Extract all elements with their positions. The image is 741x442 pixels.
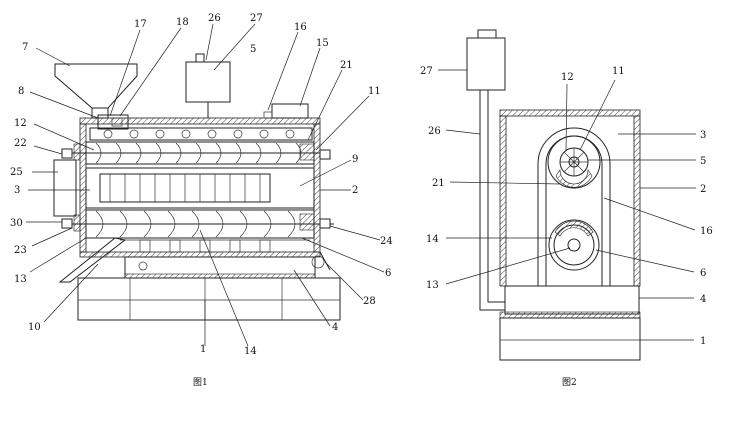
label-18: 18 bbox=[176, 17, 189, 28]
label2-12: 12 bbox=[561, 72, 574, 83]
label-2: 2 bbox=[352, 185, 358, 196]
label2-27: 27 bbox=[420, 66, 433, 77]
label-14: 14 bbox=[244, 346, 257, 357]
label2-5: 5 bbox=[700, 156, 706, 167]
label-28: 28 bbox=[363, 296, 376, 307]
label2-16: 16 bbox=[700, 226, 713, 237]
figure-1-caption: 图1 bbox=[193, 377, 208, 388]
label-21: 21 bbox=[340, 60, 353, 71]
feed-box-17-18 bbox=[97, 114, 129, 130]
upper-spiral-shaft-12 bbox=[70, 141, 330, 165]
label-25: 25 bbox=[10, 167, 23, 178]
housing-2-fig2 bbox=[499, 109, 641, 287]
label-4: 4 bbox=[332, 322, 338, 333]
upper-roller-fig2 bbox=[547, 135, 601, 189]
label2-3: 3 bbox=[700, 130, 706, 141]
collection-tank-4 bbox=[124, 255, 325, 279]
fig1-labels: 17 18 26 27 16 15 5 21 11 9 2 24 6 28 4 … bbox=[10, 13, 393, 388]
label-23: 23 bbox=[14, 245, 27, 256]
motor-27-fig2 bbox=[466, 29, 506, 311]
label-6: 6 bbox=[385, 268, 391, 279]
label-12: 12 bbox=[14, 118, 27, 129]
right-drive bbox=[319, 251, 331, 271]
label-13: 13 bbox=[14, 274, 27, 285]
label-16: 16 bbox=[294, 22, 307, 33]
label-15: 15 bbox=[316, 38, 329, 49]
top-right-box-15 bbox=[263, 103, 309, 119]
figure-1: 17 18 26 27 16 15 5 21 11 9 2 24 6 28 4 … bbox=[10, 13, 393, 388]
end-bearings bbox=[53, 143, 331, 232]
label-24: 24 bbox=[380, 236, 393, 247]
label-27: 27 bbox=[250, 13, 263, 24]
label2-26: 26 bbox=[428, 126, 441, 137]
lower-spiral-shaft-14 bbox=[66, 209, 334, 239]
label2-11: 11 bbox=[612, 66, 625, 77]
label-26: 26 bbox=[208, 13, 221, 24]
label2-4: 4 bbox=[700, 294, 706, 305]
label-11: 11 bbox=[368, 86, 381, 97]
tank-4-fig2 bbox=[499, 285, 641, 319]
label2-2: 2 bbox=[700, 184, 706, 195]
label-3: 3 bbox=[14, 185, 20, 196]
label2-14: 14 bbox=[426, 234, 439, 245]
label-1: 1 bbox=[200, 344, 206, 355]
lower-roller-fig2 bbox=[548, 219, 600, 271]
fig2-leaders bbox=[438, 69, 696, 341]
figure-2-caption: 图2 bbox=[562, 377, 577, 388]
fig1-leaders bbox=[26, 23, 385, 347]
figure-2: 27 26 12 11 3 5 21 2 16 14 6 13 4 1 图2 bbox=[420, 29, 713, 388]
label-17: 17 bbox=[134, 19, 147, 30]
label-9: 9 bbox=[352, 154, 358, 165]
label-7: 7 bbox=[22, 42, 28, 53]
base-1-fig2 bbox=[499, 317, 641, 361]
label2-6: 6 bbox=[700, 268, 706, 279]
feed-hopper-7 bbox=[54, 63, 138, 119]
label-10: 10 bbox=[28, 322, 41, 333]
discharge-chute-10 bbox=[58, 237, 127, 283]
label-30: 30 bbox=[10, 218, 23, 229]
label-8: 8 bbox=[18, 86, 24, 97]
motor-27 bbox=[185, 53, 231, 118]
label2-21: 21 bbox=[432, 178, 445, 189]
middle-drum-3 bbox=[85, 167, 315, 209]
base-frame-1 bbox=[77, 277, 341, 321]
label2-13: 13 bbox=[426, 280, 439, 291]
label-5: 5 bbox=[250, 44, 256, 55]
label-22: 22 bbox=[14, 138, 27, 149]
top-roller-row-5 bbox=[89, 127, 313, 141]
label2-1: 1 bbox=[700, 336, 706, 347]
bottom-rollers bbox=[120, 239, 310, 253]
fig2-labels: 27 26 12 11 3 5 21 2 16 14 6 13 4 1 图2 bbox=[420, 66, 713, 388]
